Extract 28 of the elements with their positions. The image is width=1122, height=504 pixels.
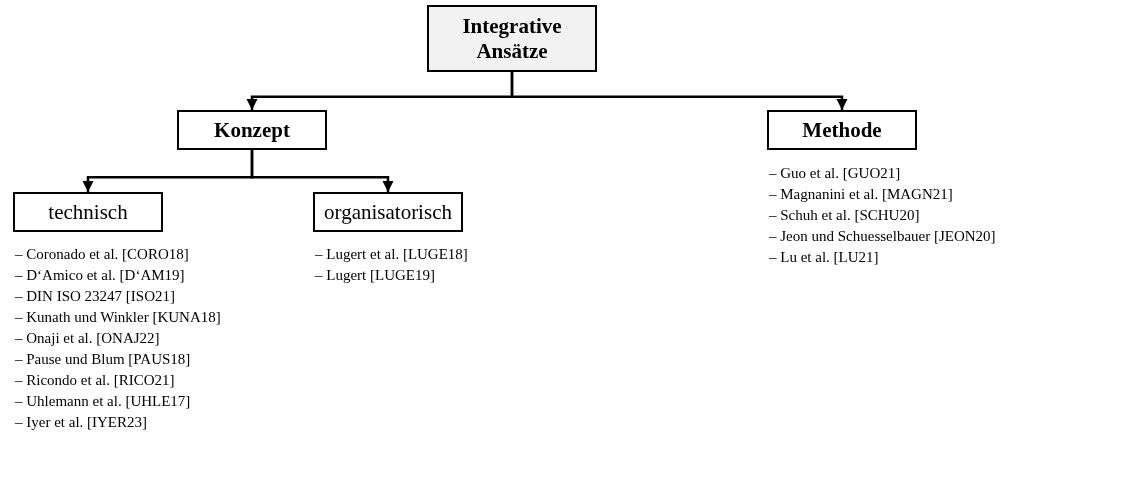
reference-item: – Lugert [LUGE19]	[315, 266, 435, 285]
reference-item: – Lugert et al. [LUGE18]	[315, 245, 468, 264]
category-box	[177, 110, 327, 150]
reference-item: – Kunath und Winkler [KUNA18]	[15, 308, 221, 327]
category-box	[313, 192, 463, 232]
reference-item: – D‘Amico et al. [D‘AM19]	[15, 266, 185, 285]
reference-item: – Guo et al. [GUO21]	[769, 164, 901, 183]
reference-item: – Onaji et al. [ONAJ22]	[15, 329, 160, 348]
box-label: Konzept	[214, 117, 290, 143]
category-box	[13, 192, 163, 232]
reference-item: – Lu et al. [LU21]	[769, 248, 879, 267]
reference-item: – Magnanini et al. [MAGN21]	[769, 185, 953, 204]
reference-item: – Jeon und Schuesselbauer [JEON20]	[769, 227, 996, 246]
box-label: technisch	[48, 199, 128, 225]
box-label: Methode	[802, 117, 882, 143]
reference-item: – DIN ISO 23247 [ISO21]	[15, 287, 175, 306]
reference-item: – Coronado et al. [CORO18]	[15, 245, 189, 264]
category-box	[767, 110, 917, 150]
box-label: Integrative Ansätze	[461, 14, 563, 63]
arrow	[510, 72, 848, 110]
box-label: organisatorisch	[324, 199, 452, 225]
root-box	[427, 5, 597, 72]
reference-item: – Ricondo et al. [RICO21]	[15, 371, 175, 390]
reference-item: – Schuh et al. [SCHU20]	[769, 206, 920, 225]
reference-item: – Uhlemann et al. [UHLE17]	[15, 392, 191, 411]
arrow	[250, 150, 394, 192]
reference-item: – Iyer et al. [IYER23]	[15, 413, 148, 432]
reference-item: – Pause und Blum [PAUS18]	[15, 350, 191, 369]
